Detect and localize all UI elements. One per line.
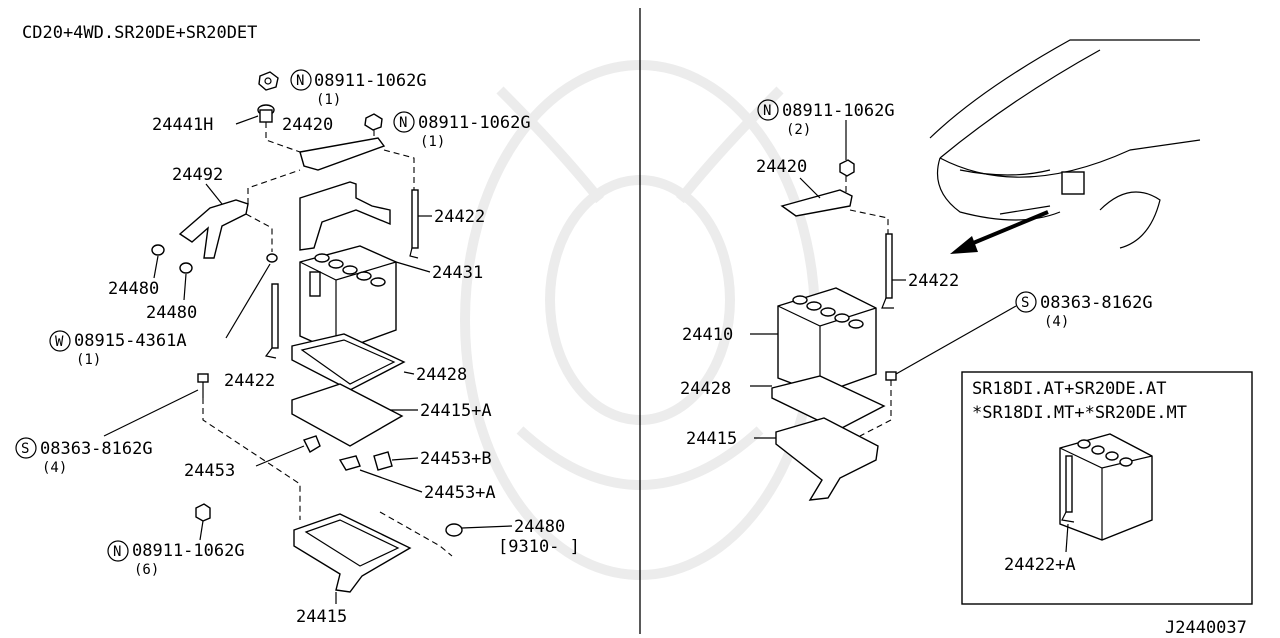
- w-symbol: W: [55, 334, 64, 350]
- label-24480-a: 24480: [108, 279, 159, 299]
- n-symbol: N: [399, 115, 407, 131]
- battery-cover: [299, 181, 391, 251]
- label-n-bot: 08911-1062G: [132, 541, 245, 561]
- battery-tray: [775, 417, 879, 501]
- arrow-head-icon: [950, 236, 978, 254]
- label-24492: 24492: [172, 165, 223, 185]
- bolt-icon: [885, 371, 897, 381]
- label-w-code: 08915-4361A: [74, 331, 187, 351]
- clip-icon: [179, 262, 193, 274]
- location-arrow: [965, 210, 1049, 248]
- inset-battery: [1059, 433, 1153, 541]
- inset-part-label: 24422+A: [1004, 555, 1076, 575]
- label-r-24428: 24428: [680, 379, 731, 399]
- n-symbol: N: [296, 73, 304, 89]
- diagram-title: CD20+4WD.SR20DE+SR20DET: [22, 23, 257, 43]
- s-symbol-icon: [1015, 291, 1037, 313]
- label-24453: 24453: [184, 461, 235, 481]
- battery-plate: [291, 383, 404, 447]
- label-24480-b: 24480: [146, 303, 197, 323]
- clip-icon: [445, 523, 463, 537]
- label-24453-a: 24453+A: [424, 483, 496, 503]
- nut-icon: [195, 503, 211, 522]
- label-24415-a: 24415+A: [420, 401, 492, 421]
- battery: [777, 287, 877, 395]
- n-symbol: N: [113, 544, 121, 560]
- nut-icon: [258, 71, 279, 91]
- inset-line2: *SR18DI.MT+*SR20DE.MT: [972, 403, 1187, 423]
- hold-down-rod: [271, 283, 279, 349]
- label-24422-b: 24422: [224, 371, 275, 391]
- label-24453-b: 24453+B: [420, 449, 492, 469]
- label-24480-c: 24480: [514, 517, 565, 537]
- label-n-top-qty: (1): [316, 92, 341, 108]
- right-assembly: N 08911-1062G (2) 24420 24422 24410 S: [680, 39, 1253, 605]
- battery-tray-pad: [291, 333, 406, 391]
- battery-base: [293, 513, 412, 593]
- label-s-code: 08363-8162G: [40, 439, 153, 459]
- battery-tray-pad: [771, 375, 886, 431]
- label-n-top: 08911-1062G: [314, 71, 427, 91]
- left-assembly: N 08911-1062G (1) 24441H 24420 N 08911-1…: [15, 69, 580, 627]
- hold-down-rod: [885, 233, 893, 299]
- label-s-qty: (4): [42, 460, 67, 476]
- bolt-icon: [197, 373, 209, 383]
- support-bracket: [178, 199, 249, 259]
- label-24441h: 24441H: [152, 115, 213, 135]
- clip-icon: [151, 244, 165, 256]
- car-outline: [929, 39, 1201, 249]
- clip-icon: [257, 104, 275, 123]
- washer-icon: [266, 253, 278, 263]
- nut-icon: [839, 159, 855, 177]
- n-symbol: N: [763, 103, 771, 119]
- n-symbol-icon: [107, 540, 129, 562]
- label-24422-a: 24422: [434, 207, 485, 227]
- n-symbol-icon: [757, 99, 779, 121]
- small-bracket: [303, 435, 321, 453]
- s-symbol: S: [21, 441, 29, 457]
- diagram-id: J2440037: [1165, 618, 1247, 638]
- label-n-mid-qty: (1): [420, 134, 445, 150]
- label-24480-c-note: [9310- ]: [498, 537, 580, 557]
- label-r-24410: 24410: [682, 325, 733, 345]
- label-r-24422: 24422: [908, 271, 959, 291]
- s-symbol-icon: [15, 437, 37, 459]
- label-r-n-code: 08911-1062G: [782, 101, 895, 121]
- battery: [299, 245, 397, 353]
- label-r-n-qty: (2): [786, 122, 811, 138]
- hold-down-rod: [411, 189, 419, 249]
- n-symbol-icon: [290, 69, 312, 91]
- hold-down-bracket: [299, 137, 386, 171]
- label-24415: 24415: [296, 607, 347, 627]
- label-24428: 24428: [416, 365, 467, 385]
- label-r-24420: 24420: [756, 157, 807, 177]
- label-24420: 24420: [282, 115, 333, 135]
- small-bracket: [338, 455, 361, 471]
- inset-line1: SR18DI.AT+SR20DE.AT: [972, 379, 1166, 399]
- hold-down-bracket: [780, 189, 853, 217]
- label-r-24415: 24415: [686, 429, 737, 449]
- label-r-s-code: 08363-8162G: [1040, 293, 1153, 313]
- small-bracket: [373, 451, 393, 471]
- label-n-mid: 08911-1062G: [418, 113, 531, 133]
- label-w-qty: (1): [76, 352, 101, 368]
- n-symbol-icon: [393, 111, 415, 133]
- label-r-s-qty: (4): [1044, 314, 1069, 330]
- nut-icon: [364, 113, 383, 131]
- label-24431: 24431: [432, 263, 483, 283]
- w-symbol-icon: [49, 330, 71, 352]
- label-n-bot-qty: (6): [134, 562, 159, 578]
- s-symbol: S: [1021, 295, 1029, 311]
